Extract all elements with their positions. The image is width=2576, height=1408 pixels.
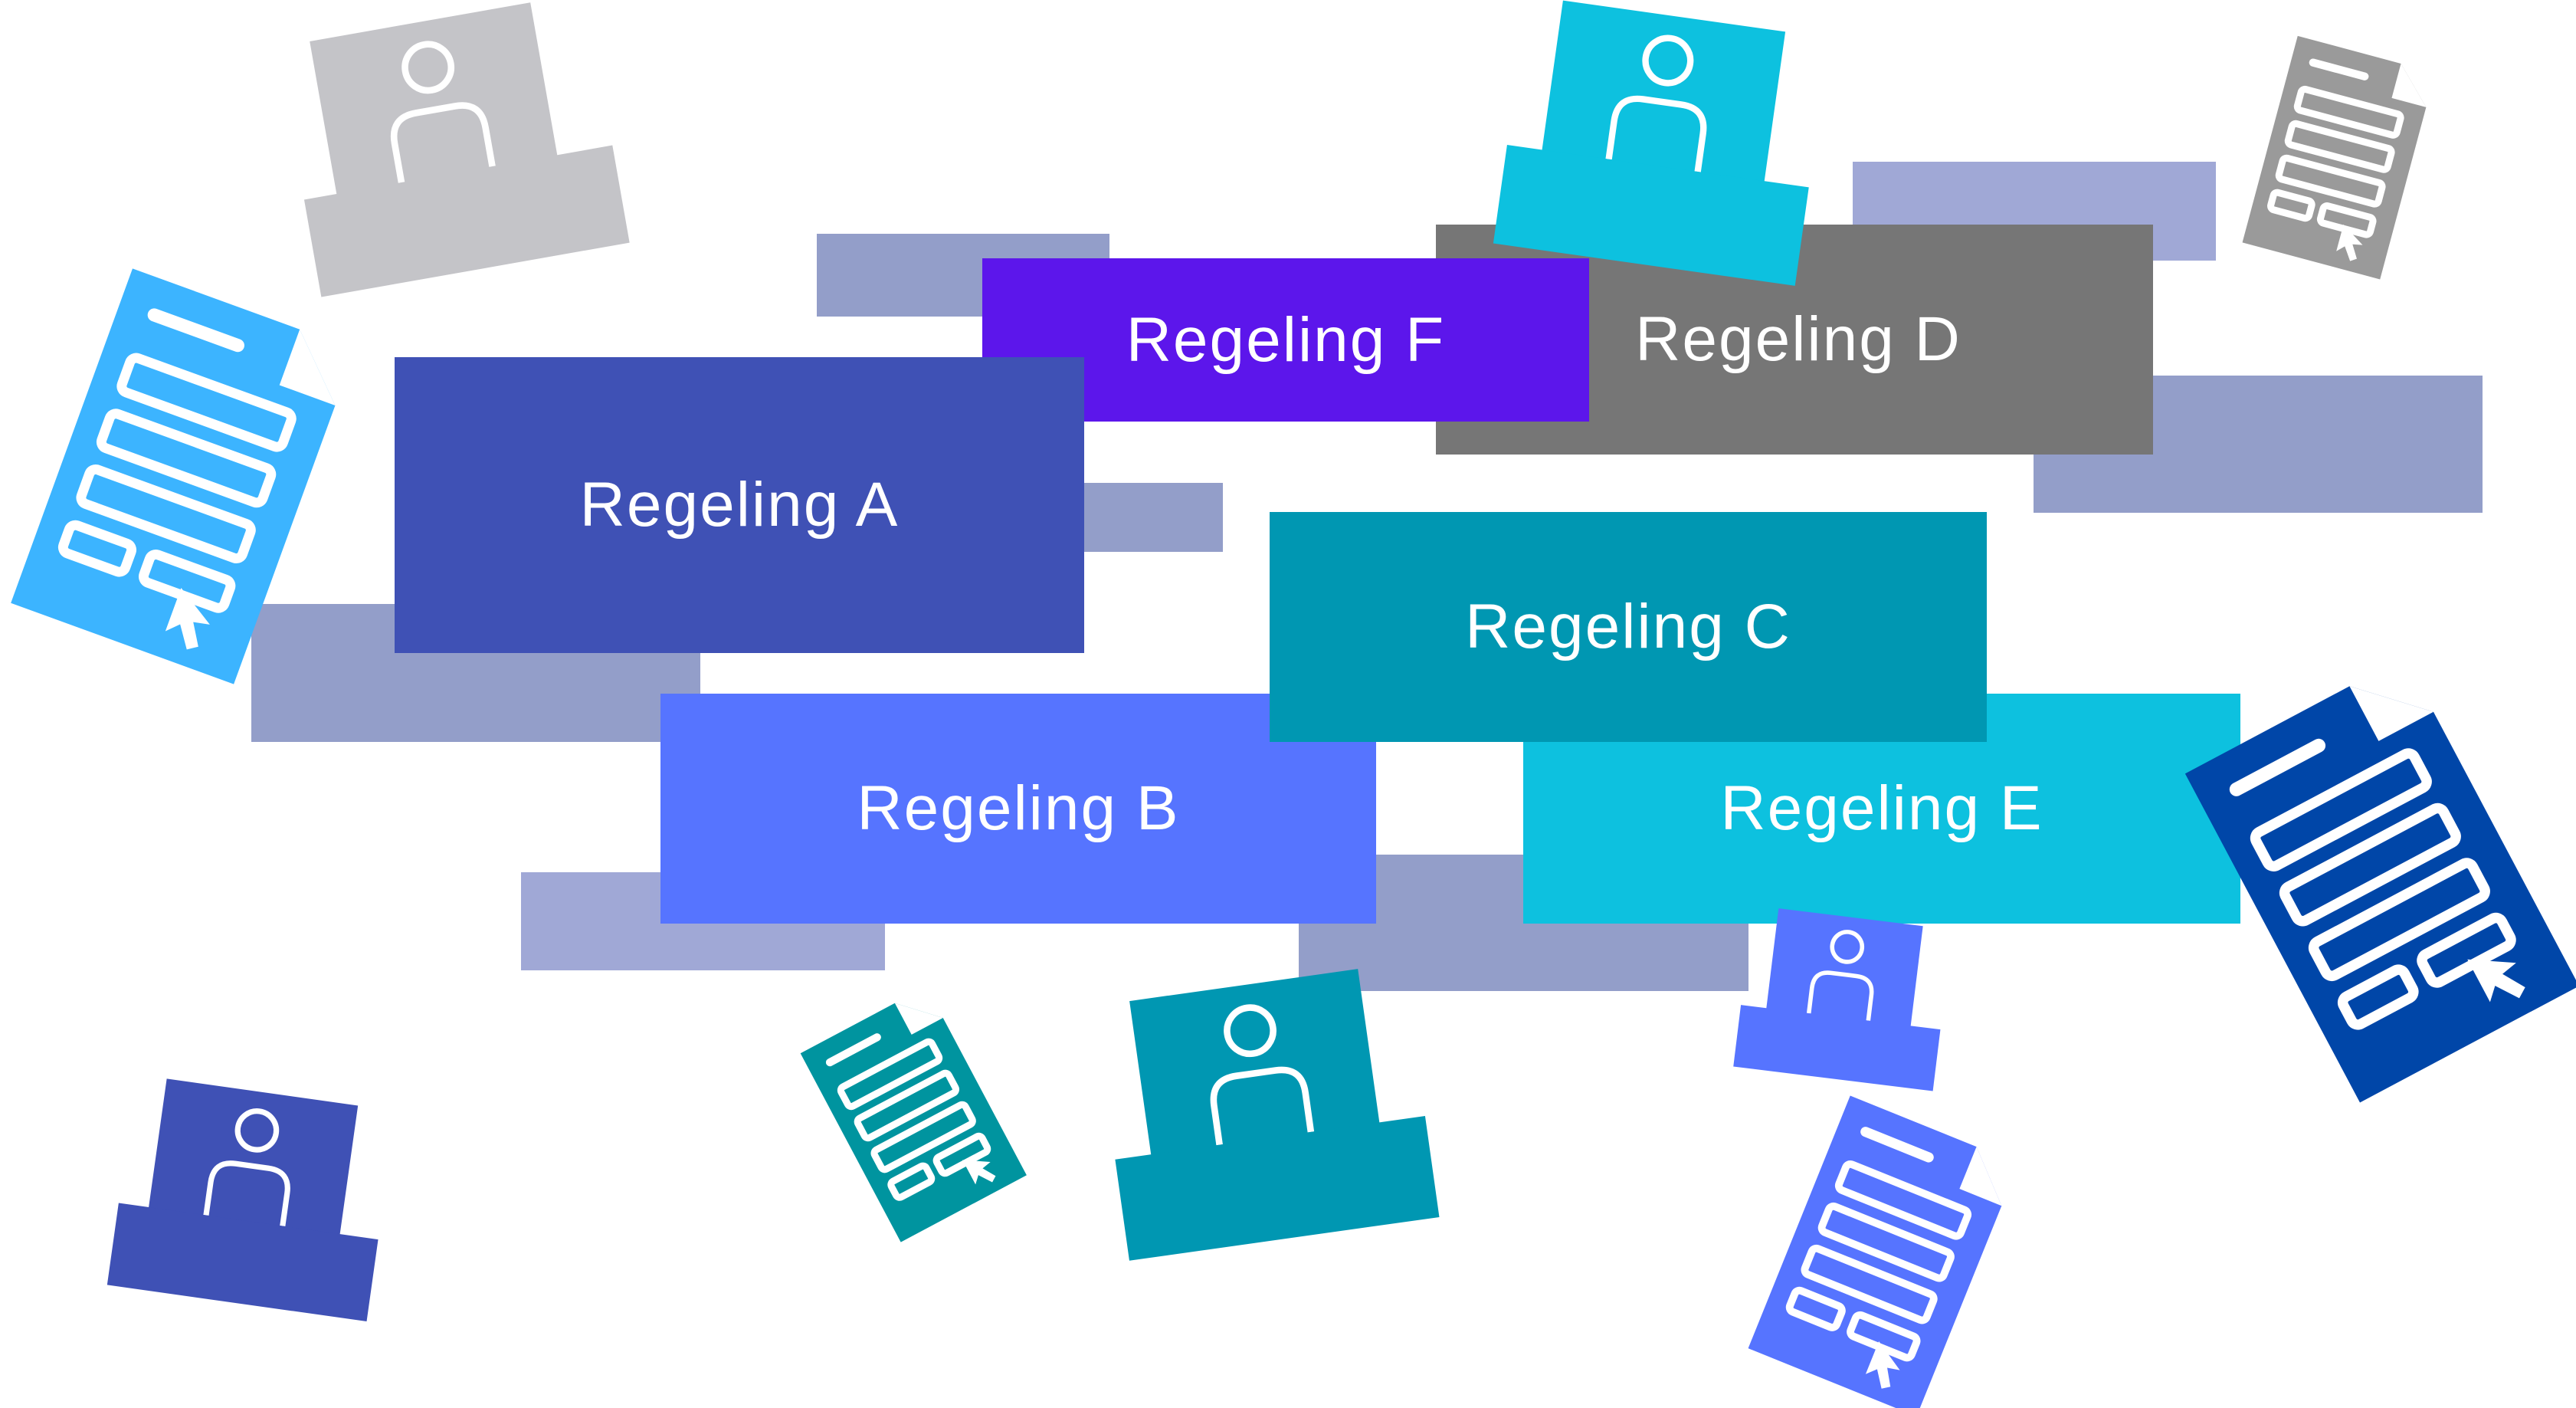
regeling-a-label: Regeling A bbox=[579, 470, 900, 540]
regeling-d-label: Regeling D bbox=[1635, 304, 1961, 374]
person-at-desk-icon bbox=[107, 1078, 391, 1322]
regeling-c-box: Regeling C bbox=[1270, 512, 1987, 742]
regeling-a-box: Regeling A bbox=[395, 357, 1084, 653]
person-at-desk-icon bbox=[291, 2, 630, 297]
regeling-c-label: Regeling C bbox=[1465, 592, 1791, 661]
regeling-b-box: Regeling B bbox=[660, 694, 1376, 924]
person-at-desk-icon bbox=[1103, 966, 1440, 1261]
document-form-cursor-icon bbox=[797, 996, 1027, 1242]
regeling-e-label: Regeling E bbox=[1720, 773, 2043, 843]
regeling-f-box: Regeling F bbox=[982, 258, 1589, 422]
document-form-cursor-icon bbox=[2226, 35, 2448, 280]
document-form-cursor-icon bbox=[11, 268, 345, 684]
document-form-cursor-icon bbox=[1739, 1095, 2023, 1408]
person-at-desk-icon bbox=[1493, 0, 1824, 286]
regeling-b-label: Regeling B bbox=[857, 773, 1180, 843]
person-at-desk-icon bbox=[1732, 908, 1954, 1092]
regeling-f-label: Regeling F bbox=[1126, 304, 1446, 375]
document-form-cursor-icon bbox=[2184, 674, 2576, 1103]
